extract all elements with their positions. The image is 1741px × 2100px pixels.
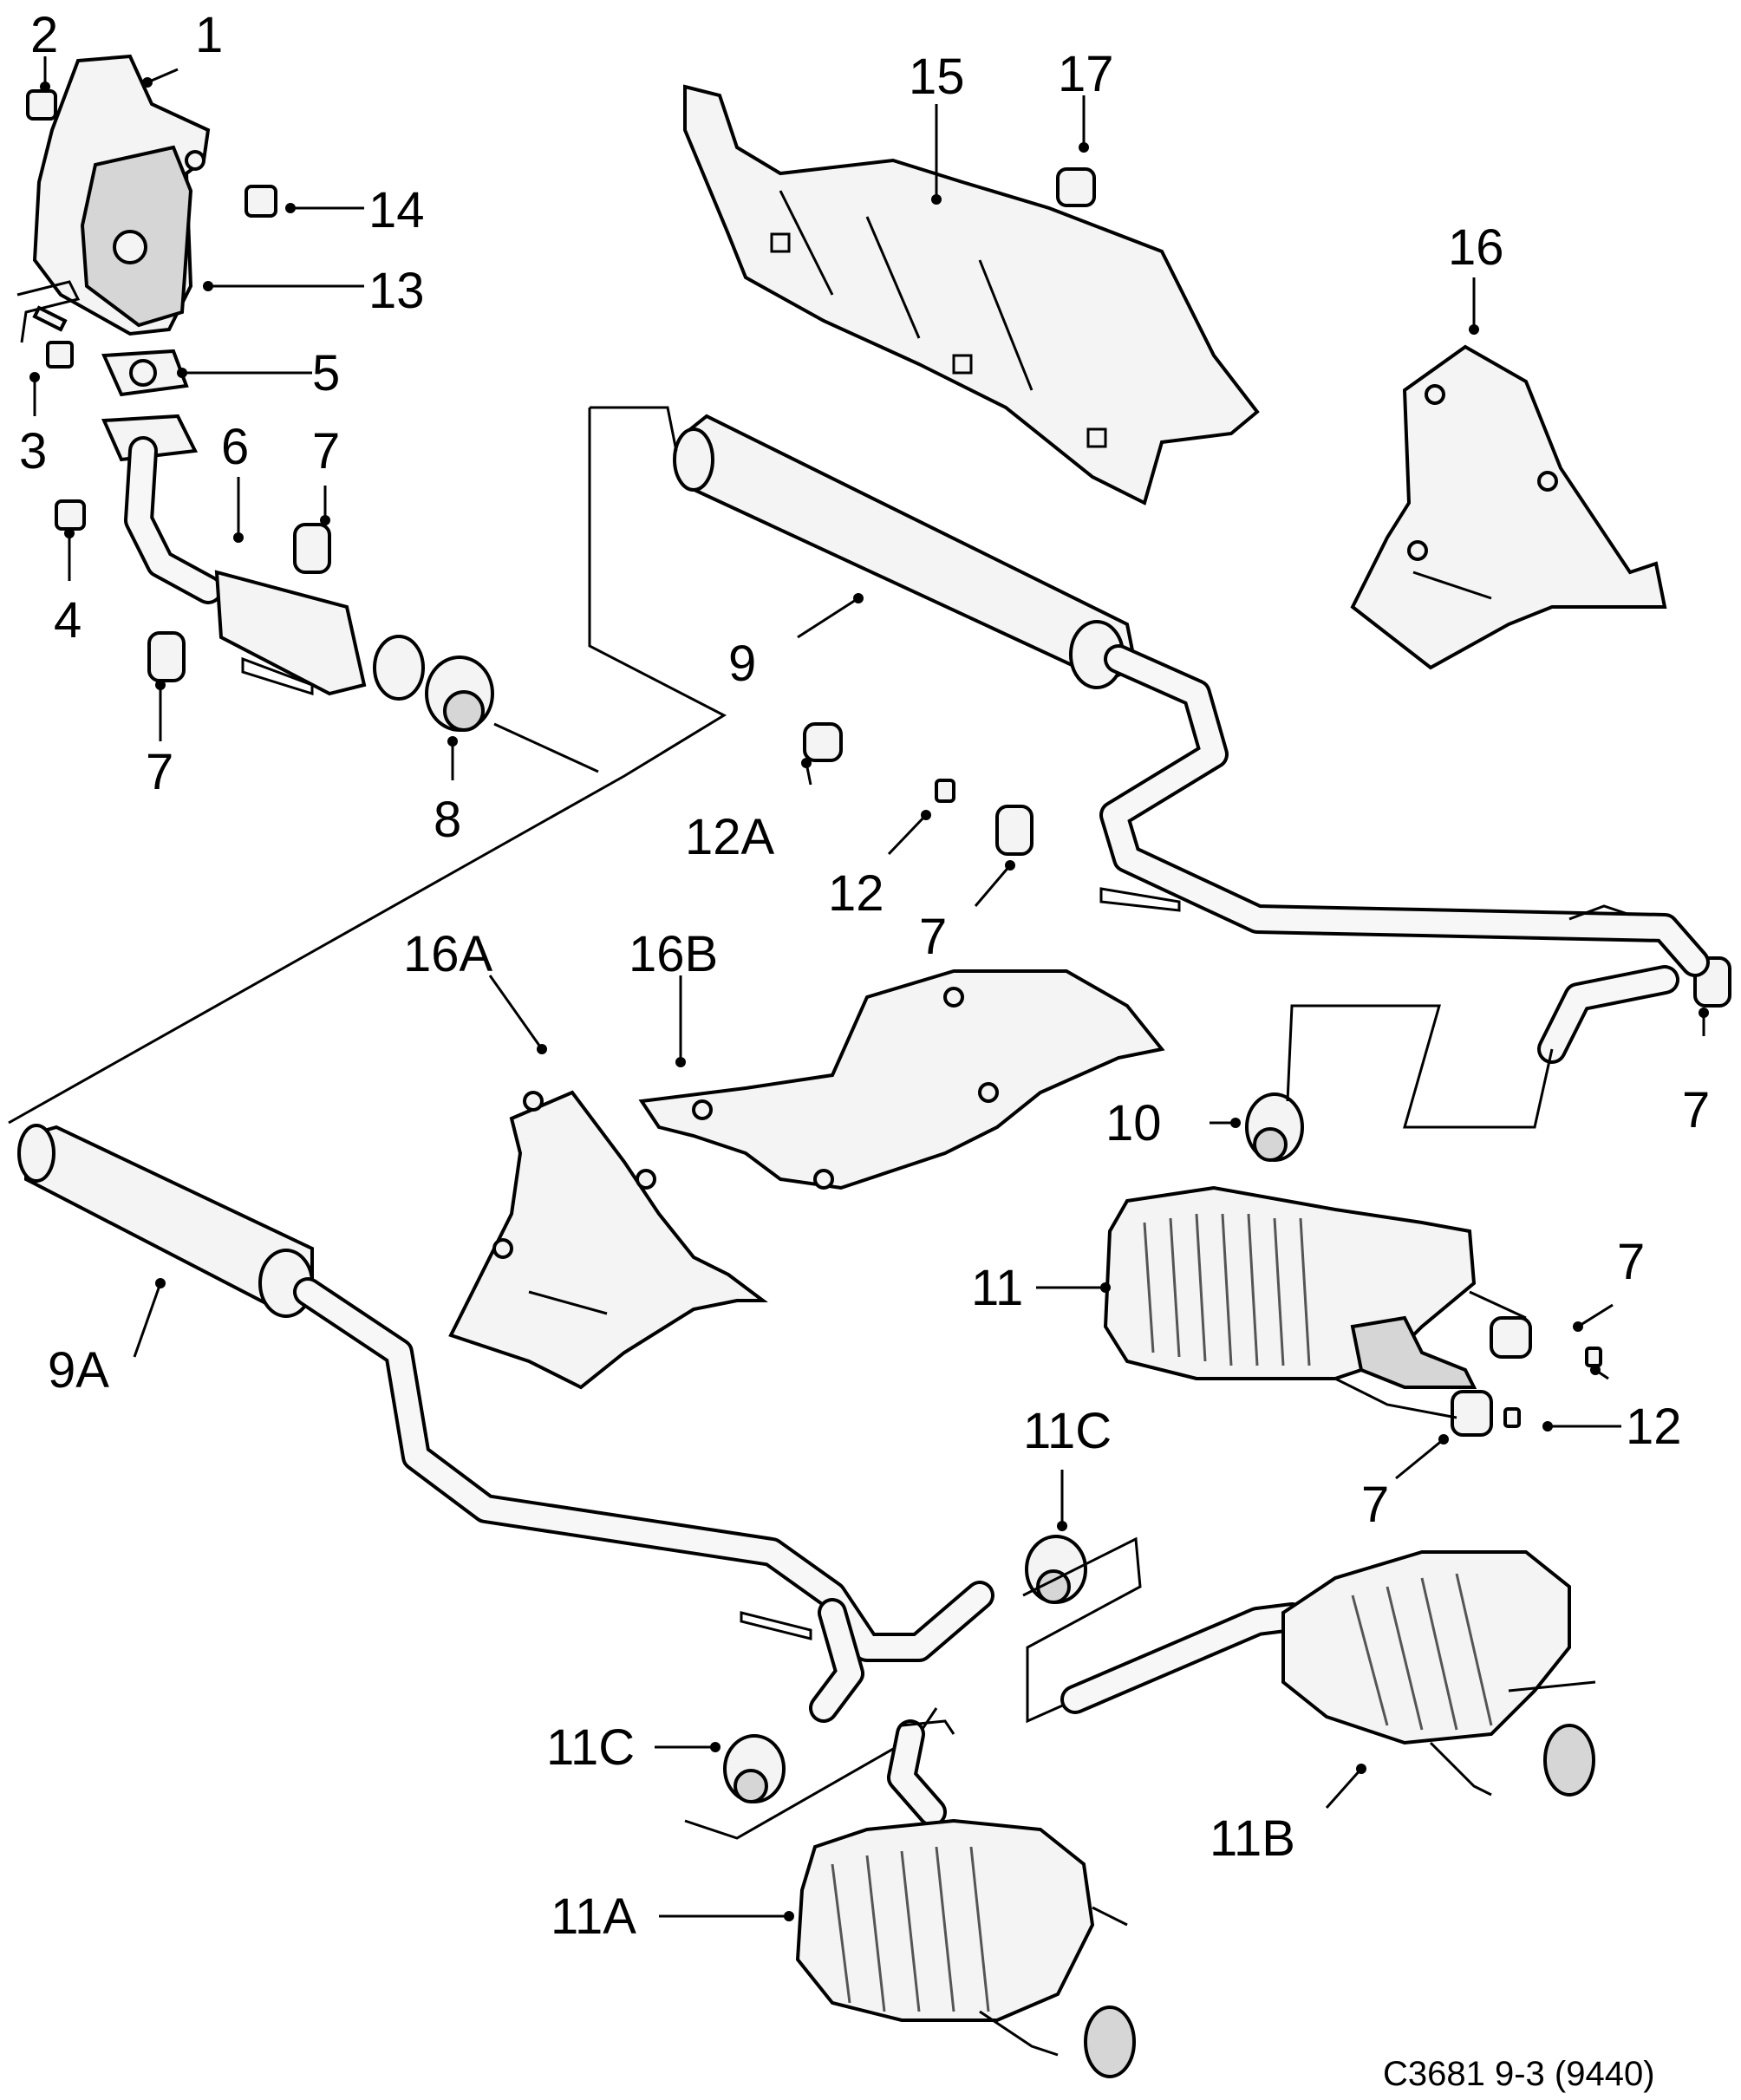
callout-3: 3 bbox=[19, 423, 47, 479]
callout-11A: 11A bbox=[551, 1888, 636, 1945]
callout-7: 7 bbox=[1682, 1082, 1710, 1138]
gasket-5 bbox=[101, 349, 189, 397]
nut-14 bbox=[245, 185, 277, 218]
callout-16: 16 bbox=[1448, 219, 1504, 276]
rear-muffler-11A bbox=[795, 1719, 1136, 2078]
heat-shield-16 bbox=[1350, 344, 1667, 670]
callout-7: 7 bbox=[919, 909, 947, 965]
callout-15: 15 bbox=[909, 49, 965, 105]
leader-lines bbox=[29, 56, 1709, 1921]
callout-11B: 11B bbox=[1210, 1810, 1295, 1867]
callout-10: 10 bbox=[1105, 1095, 1162, 1151]
callout-6: 6 bbox=[221, 419, 249, 475]
callout-12A: 12A bbox=[685, 809, 775, 865]
rear-muffler-11B bbox=[1060, 1550, 1596, 1797]
callout-11: 11 bbox=[971, 1260, 1023, 1316]
callout-1: 1 bbox=[195, 7, 223, 63]
clamp-8 bbox=[425, 655, 599, 773]
rubber-hanger-7 bbox=[147, 523, 1731, 1437]
assembly-bracket-9 bbox=[8, 406, 727, 1125]
callout-12: 12 bbox=[828, 865, 884, 922]
callout-7: 7 bbox=[312, 423, 340, 479]
callout-2: 2 bbox=[30, 7, 58, 63]
callout-8: 8 bbox=[434, 792, 461, 848]
grommet-12A bbox=[803, 722, 843, 762]
callout-7: 7 bbox=[146, 744, 173, 800]
front-pipe-6 bbox=[101, 414, 425, 701]
manifold-heat-shield bbox=[16, 54, 211, 343]
callout-4: 4 bbox=[54, 592, 82, 649]
center-muffler-9 bbox=[673, 414, 1710, 1064]
clamp-10 bbox=[1245, 1004, 1554, 1162]
callout-7: 7 bbox=[1617, 1234, 1645, 1290]
callout-16A: 16A bbox=[403, 926, 493, 982]
heat-shield-15 bbox=[683, 84, 1260, 505]
heat-shield-16B bbox=[638, 969, 1165, 1190]
callout-16B: 16B bbox=[629, 926, 718, 982]
nut-17 bbox=[1056, 167, 1096, 207]
center-muffler-9A bbox=[17, 1124, 994, 1723]
callout-17: 17 bbox=[1058, 46, 1114, 102]
nut-2 bbox=[26, 89, 57, 121]
heat-shield-16A bbox=[448, 1090, 768, 1390]
callout-5: 5 bbox=[312, 345, 340, 401]
callout-13: 13 bbox=[368, 263, 425, 319]
callout-14: 14 bbox=[368, 182, 425, 238]
callout-9: 9 bbox=[728, 636, 756, 692]
rear-muffler-11 bbox=[1103, 1185, 1527, 1419]
callout-11C: 11C bbox=[546, 1719, 635, 1776]
callout-7: 7 bbox=[1361, 1477, 1389, 1533]
callout-11C: 11C bbox=[1023, 1403, 1112, 1459]
callout-9A: 9A bbox=[48, 1342, 109, 1399]
figure-caption: C3681 9-3 (9440) bbox=[1383, 2055, 1655, 2093]
clamp-11C bbox=[684, 1535, 1142, 1840]
callout-12: 12 bbox=[1626, 1399, 1682, 1455]
nut-4 bbox=[55, 499, 86, 531]
bolt-3 bbox=[32, 305, 74, 368]
